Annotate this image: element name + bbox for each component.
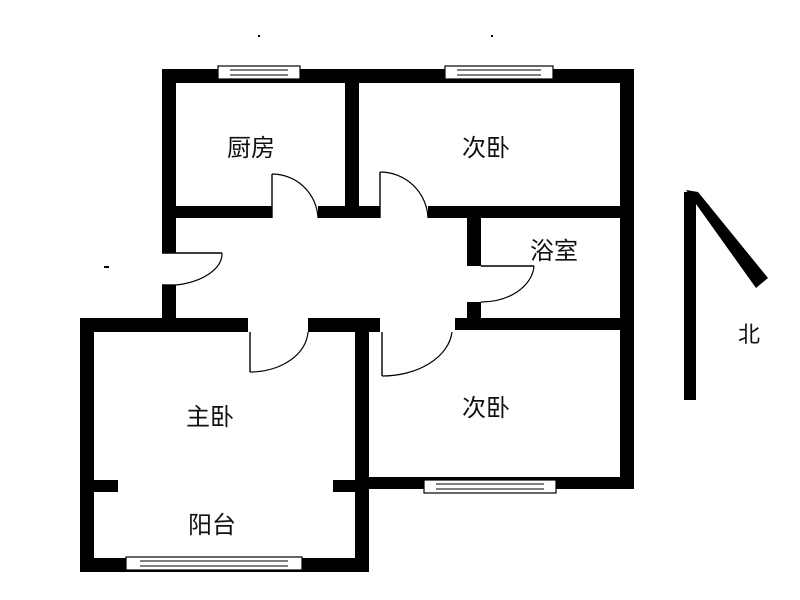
kitchen-window bbox=[217, 65, 301, 80]
bedroom-north-window bbox=[444, 65, 554, 80]
room-label-bedroom-south: 次卧 bbox=[462, 394, 510, 422]
north-arrow-icon bbox=[684, 190, 768, 400]
room-label-balcony: 阳台 bbox=[188, 511, 236, 539]
wall-master-north-a bbox=[80, 318, 248, 332]
bedroom-south-window bbox=[423, 479, 557, 494]
wall-bath-west-a bbox=[467, 206, 481, 266]
wall-balcony-stub-east bbox=[333, 480, 369, 492]
wall-kitchen-bedroom bbox=[345, 69, 359, 217]
bathroom-door bbox=[480, 265, 535, 303]
wall-master-north-b bbox=[308, 318, 380, 332]
master-bedroom-door bbox=[249, 331, 309, 373]
wall-east bbox=[620, 69, 634, 489]
walls bbox=[80, 69, 634, 572]
wall-kitchen-south-b bbox=[318, 206, 380, 218]
wall-master-west bbox=[80, 318, 94, 572]
kitchen-door bbox=[271, 173, 319, 219]
room-label-kitchen: 厨房 bbox=[227, 134, 275, 162]
stray-mark bbox=[104, 266, 109, 268]
entry-door bbox=[162, 252, 223, 286]
bedroom-north-door bbox=[379, 171, 429, 219]
room-label-bathroom: 浴室 bbox=[530, 237, 578, 265]
room-label-bedroom-north: 次卧 bbox=[462, 134, 510, 162]
wall-balcony-stub-west bbox=[80, 480, 118, 492]
wall-bedroom-north-south bbox=[428, 206, 634, 218]
wall-bath-south bbox=[455, 318, 634, 330]
wall-kitchen-south-a bbox=[162, 206, 272, 218]
wall-kitchen-west bbox=[162, 69, 176, 253]
room-label-master-bedroom: 主卧 bbox=[186, 403, 234, 431]
bedroom-south-door bbox=[381, 331, 453, 377]
north-label: 北 bbox=[738, 323, 760, 348]
stray-mark bbox=[258, 35, 260, 37]
stray-mark bbox=[491, 35, 493, 37]
wall-master-east bbox=[355, 318, 369, 572]
balcony-window bbox=[125, 556, 303, 571]
